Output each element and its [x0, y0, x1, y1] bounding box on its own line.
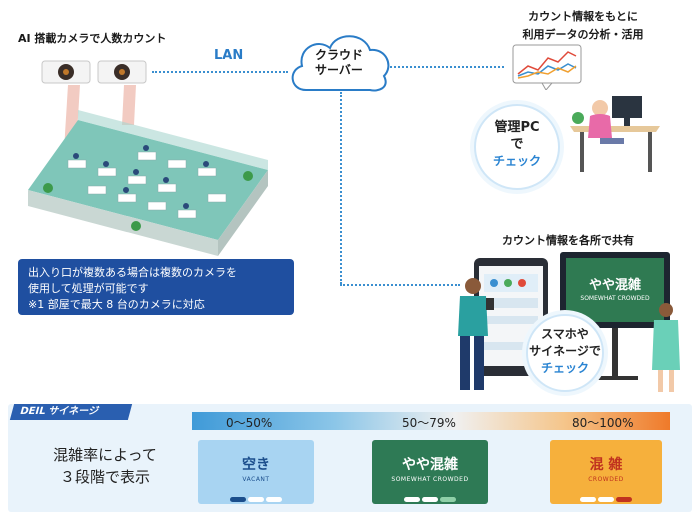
pc-check-badge: 管理PC で チェック — [474, 104, 560, 190]
congestion-gradient-bar — [192, 412, 670, 430]
note-line: 使用して処理が可能です — [28, 282, 149, 295]
level-description-line1: 混雑率によって — [53, 446, 157, 464]
man-with-phone-illustration — [458, 278, 494, 390]
office-illustration — [28, 110, 268, 256]
signage-base — [592, 376, 638, 380]
range-label-low: 0〜50% — [226, 416, 273, 430]
level-card-label: やや混雑 — [402, 457, 458, 473]
analysis-label: カウント情報をもとに 利用データの分析・活用 — [508, 8, 658, 42]
camera-title: AI 搭載カメラで人数カウント — [18, 32, 167, 45]
pc-check-line2: で — [510, 137, 524, 152]
level-card-label: 混 雑 — [589, 457, 623, 473]
level-card-indicator — [198, 487, 314, 506]
level-description-line2: ３段階で表示 — [59, 468, 150, 486]
level-card-somewhat-crowded: やや混雑 SOMEWHAT CROWDED — [372, 440, 488, 504]
pc-connection-line — [390, 66, 504, 68]
signage-screen: やや混雑 SOMEWHAT CROWDED — [566, 258, 664, 322]
phone-check-line2: サイネージで — [529, 344, 601, 358]
level-card-indicator — [372, 487, 488, 506]
camera-icon — [41, 60, 147, 84]
note-line: ※1 部屋で最大 8 台のカメラに対応 — [28, 298, 205, 311]
analysis-chart-icon — [512, 44, 582, 90]
range-label-high: 80〜100% — [572, 416, 634, 430]
share-connection-line-horizontal — [340, 284, 460, 286]
level-card-indicator — [550, 487, 662, 506]
phone-check-badge: スマホや サイネージで チェック — [526, 314, 604, 392]
level-card-sub: SOMEWHAT CROWDED — [391, 476, 469, 483]
pc-worker-illustration — [570, 96, 660, 172]
signage-screen-label: やや混雑 — [588, 278, 641, 293]
phone-check-line1: スマホや — [541, 327, 589, 341]
woman-illustration — [652, 303, 680, 392]
pc-check-line1: 管理PC — [494, 120, 540, 135]
signage-screen-sub: SOMEWHAT CROWDED — [580, 295, 650, 302]
ai-camera-group — [40, 55, 150, 89]
camera-note: 出入り口が複数ある場合は複数のカメラを 使用して処理が可能です ※1 部屋で最大… — [18, 259, 294, 315]
level-card-sub: VACANT — [242, 476, 270, 483]
range-label-mid: 50〜79% — [402, 416, 456, 430]
cloud-server-label: クラウド サーバー — [284, 48, 394, 78]
level-card-sub: CROWDED — [588, 476, 624, 483]
lan-label: LAN — [214, 48, 244, 63]
deil-signage-brand: DEIL サイネージ — [9, 404, 133, 420]
cloud-label-line1: クラウド — [314, 48, 363, 62]
analysis-label-line2: 利用データの分析・活用 — [522, 28, 644, 41]
pc-check-line3: チェック — [492, 154, 541, 168]
phone-check-line3: チェック — [540, 361, 589, 375]
note-line: 出入り口が複数ある場合は複数のカメラを — [28, 266, 237, 279]
signage-monitor: やや混雑 SOMEWHAT CROWDED — [560, 252, 670, 328]
level-card-label: 空き — [242, 457, 270, 473]
cloud-label-line2: サーバー — [315, 63, 363, 77]
level-card-vacant: 空き VACANT — [198, 440, 314, 504]
level-description: 混雑率によって ３段階で表示 — [30, 444, 180, 488]
analysis-label-line1: カウント情報をもとに — [528, 10, 638, 23]
level-card-crowded: 混 雑 CROWDED — [550, 440, 662, 504]
lan-connection-line — [152, 71, 288, 73]
share-title: カウント情報を各所で共有 — [502, 234, 634, 247]
signage-stand — [612, 328, 618, 376]
cloud-icon — [291, 35, 390, 92]
share-connection-line-vertical — [340, 92, 342, 284]
